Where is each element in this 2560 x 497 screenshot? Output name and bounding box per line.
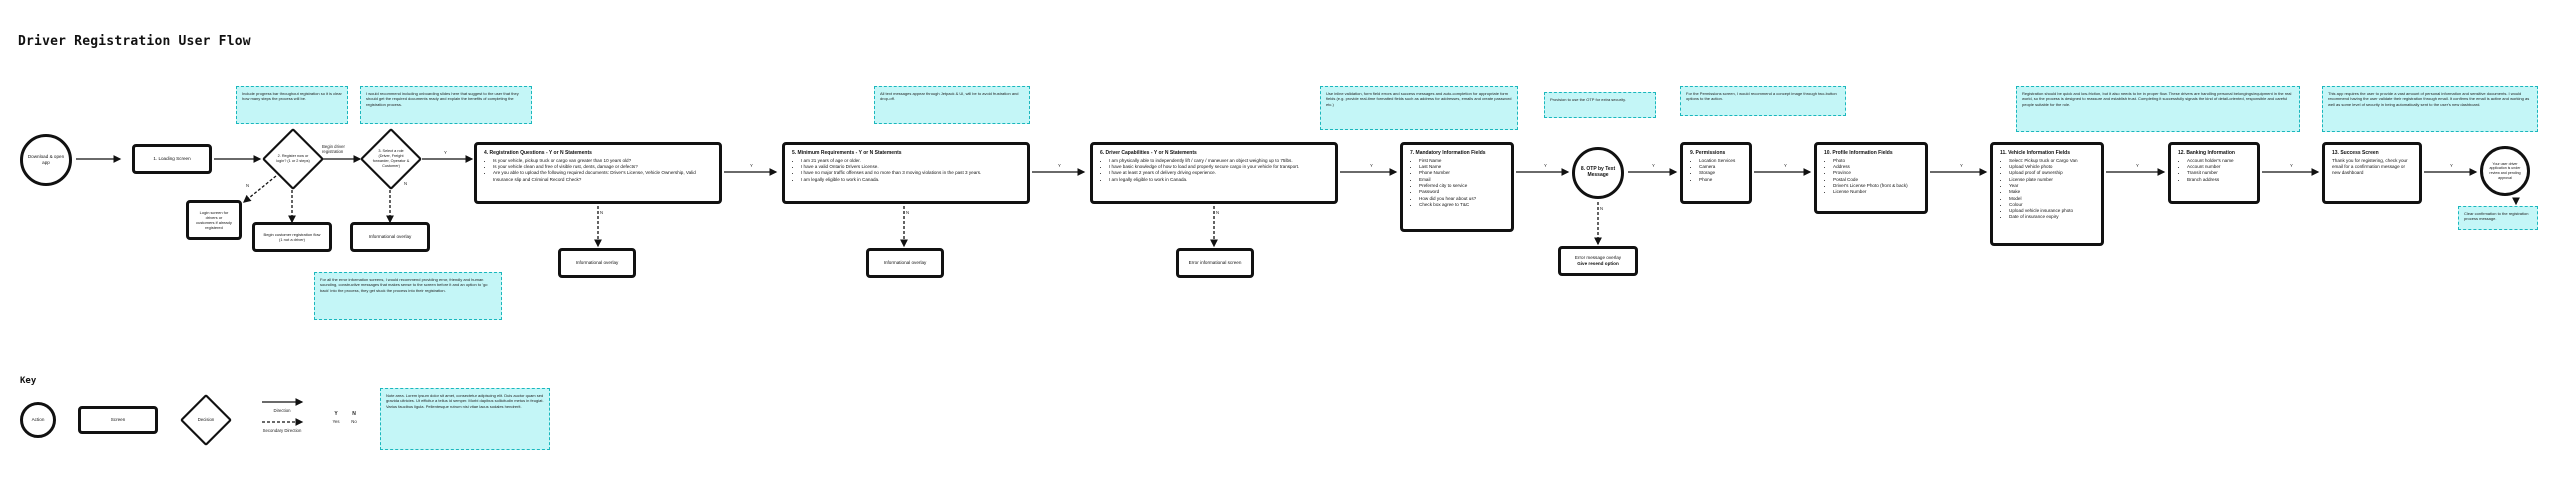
note-clear-confirmation: Clear confirmation to the registration p… [2458, 206, 2538, 230]
label-login-no: N [246, 183, 250, 188]
minimum-requirements-node: 5. Minimum Requirements - Y or N Stateme… [782, 142, 1030, 204]
label-no: N [404, 181, 408, 186]
note-text-messages: All text messages appear through Jetpack… [874, 86, 1030, 124]
key-direction-label: Direction [273, 408, 291, 413]
note-quick-registration: Registration should be quick and low-fri… [2016, 86, 2300, 132]
vehicle-information-node: 11. Vehicle Information Fields Select: P… [1990, 142, 2104, 246]
key-decision-shape: Decision [179, 393, 233, 447]
note-progress-bar: Include progress bar throughout registra… [236, 86, 348, 124]
registration-questions-node: 4. Registration Questions - Y or N State… [474, 142, 722, 204]
begin-customer-registration-node: Begin customer registration flow (1 not … [252, 222, 332, 252]
label-yes-2: Y [750, 163, 753, 168]
label-yes-11: Y [2450, 163, 2453, 168]
banking-information-node: 12. Banking Information Account holder's… [2168, 142, 2260, 204]
select-role-decision: 3. Select a role (Driver, Freight forwar… [359, 127, 423, 191]
loading-screen-node: 1. Loading Screen [132, 144, 212, 174]
label-no-4: N [1216, 210, 1220, 215]
informational-overlay-3: Informational overlay [866, 248, 944, 278]
key-no-label: No [351, 419, 357, 424]
key-no-letter: N [352, 411, 356, 417]
success-screen-node: 13. Success Screen Thank you for registe… [2322, 142, 2422, 204]
driver-capabilities-node: 6. Driver Capabilities - Y or N Statemen… [1090, 142, 1338, 204]
label-yes-6: Y [1652, 163, 1655, 168]
key-yes-label: Yes [332, 419, 340, 424]
login-screen-node: Login screen for drivers or customers if… [186, 200, 242, 240]
label-yes-4: Y [1370, 163, 1373, 168]
label-yes: Y [444, 150, 447, 155]
error-informational-screen: Error informational screen [1176, 248, 1254, 278]
label-no-5: N [1600, 206, 1604, 211]
key-screen-shape: Screen [78, 406, 158, 434]
note-otp-security: Provision to use the OTP for extra secur… [1544, 92, 1656, 118]
mandatory-information-node: 7. Mandatory Information Fields First Na… [1400, 142, 1514, 232]
label-yes-7: Y [1784, 163, 1787, 168]
note-onboarding-slides: I would recommend including onboarding s… [360, 86, 532, 124]
label-yes-10: Y [2290, 163, 2293, 168]
register-or-login-decision: 2. Register now or login? (1 or 2 steps) [261, 127, 325, 191]
permissions-node: 9. Permissions Location Services Camera … [1680, 142, 1752, 204]
key-action-shape: Action [20, 402, 56, 438]
note-permissions: For the Permissions screen, I would reco… [1680, 86, 1846, 116]
note-inline-validation: Use inline validation, form field errors… [1320, 86, 1518, 130]
key-note-area: Note area. Lorem ipsum dolor sit amet, c… [380, 388, 550, 450]
note-email-validation: This app requires the user to provide a … [2322, 86, 2538, 132]
key-title: Key [20, 376, 37, 386]
key-yes-letter: Y [334, 411, 338, 417]
otp-text-message-node: 8. OTP by Text Message [1572, 147, 1624, 199]
key-secondary-direction-label: Secondary Direction [262, 428, 302, 433]
informational-overlay-1: Informational overlay [350, 222, 430, 252]
label-no-2: N [600, 210, 604, 215]
error-message-overlay-node: Error message overlay Give resend option [1558, 246, 1638, 276]
label-no-3: N [906, 210, 910, 215]
arrow-diamond1-login [242, 175, 277, 203]
label-yes-3: Y [1058, 163, 1061, 168]
label-yes-5: Y [1544, 163, 1547, 168]
page-title: Driver Registration User Flow [18, 34, 251, 49]
note-error-screens: For all the error information screens, I… [314, 272, 502, 320]
label-yes-9: Y [2136, 163, 2139, 168]
profile-information-node: 10. Profile Information Fields Photo Add… [1814, 142, 1928, 214]
download-open-app-node: Download & open app [20, 134, 72, 186]
label-yes-8: Y [1960, 163, 1963, 168]
informational-overlay-2: Informational overlay [558, 248, 636, 278]
application-under-review-node: Your user driver application is under re… [2480, 146, 2530, 196]
